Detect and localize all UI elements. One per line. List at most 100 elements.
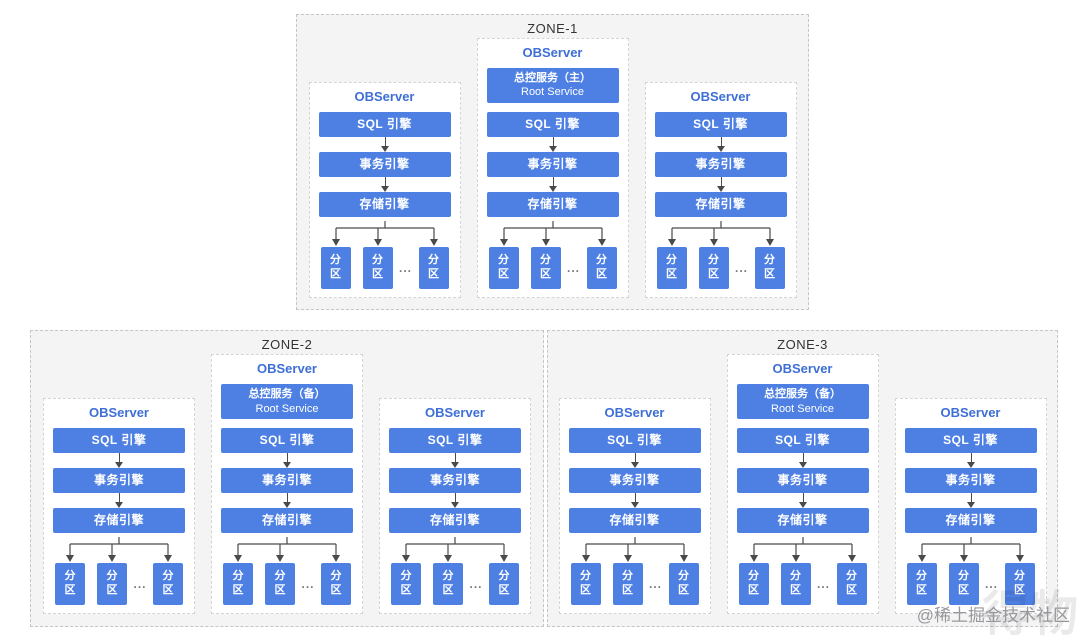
partition-ellipsis: ... (648, 577, 662, 591)
observer-card: OBServer SQL 引擎 事务引擎 存储引擎 分区 分区 ... 分区 (43, 398, 195, 614)
partition-label: 分 (916, 570, 927, 583)
zone-3-container: ZONE-3 OBServer SQL 引擎 事务引擎 存储引擎 分区 分区 .… (547, 330, 1058, 627)
partition-label: 分 (330, 253, 341, 266)
partition-box: 分区 (530, 246, 561, 289)
root-service-label-en: Root Service (521, 86, 584, 99)
partition-label: 分 (708, 253, 719, 266)
zone-2-container: ZONE-2 OBServer SQL 引擎 事务引擎 存储引擎 分区 分区 .… (30, 330, 544, 627)
partition-box: 分区 (362, 246, 393, 289)
root-service-label-en: Root Service (771, 402, 834, 415)
sql-engine-box: SQL 引擎 (318, 111, 451, 137)
partition-label: 分 (790, 570, 801, 583)
observer-title: OBServer (354, 88, 415, 104)
partition-label: 分 (748, 570, 759, 583)
partition-label: 区 (64, 584, 76, 596)
storage-engine-box: 存储引擎 (53, 508, 185, 533)
transaction-engine-box: 事务引擎 (654, 151, 787, 177)
partition-label: 分 (580, 570, 591, 583)
observer-title: OBServer (257, 361, 317, 377)
partitions-row: 分区 分区 ... 分区 (738, 563, 867, 605)
fanout-arrows-icon (234, 537, 340, 562)
storage-engine-box: 存储引擎 (486, 191, 619, 217)
down-arrow-icon (319, 176, 451, 192)
partition-label: 区 (790, 584, 801, 596)
partition-label: 区 (622, 584, 633, 596)
sql-engine-box: SQL 引擎 (654, 111, 787, 137)
sql-engine-box: SQL 引擎 (221, 428, 353, 453)
root-service-box: 总控服务（备） Root Service (221, 384, 353, 419)
sql-engine-box: SQL 引擎 (53, 428, 185, 453)
partition-label: 分 (540, 253, 551, 266)
down-arrow-icon (905, 493, 1037, 508)
partitions-row: 分区 分区 ... 分区 (656, 246, 785, 289)
down-arrow-icon (569, 493, 701, 508)
down-arrow-icon (389, 493, 521, 508)
storage-engine-box: 存储引擎 (318, 191, 451, 217)
down-arrow-icon (737, 453, 869, 468)
partition-box: 分区 (97, 563, 127, 605)
observer-title: OBServer (89, 405, 149, 420)
partition-label: 区 (580, 584, 591, 596)
partition-label: 分 (666, 253, 677, 266)
fanout-arrows-icon (402, 537, 508, 562)
fanout-arrows-icon (667, 220, 774, 246)
transaction-engine-box: 事务引擎 (486, 151, 619, 177)
storage-engine-box: 存储引擎 (221, 508, 353, 533)
partition-label: 区 (428, 267, 439, 280)
observer-card-root: OBServer 总控服务（备） Root Service SQL 引擎 事务引… (211, 354, 363, 614)
partition-label: 区 (498, 584, 510, 596)
partition-label: 区 (916, 584, 927, 596)
observer-title: OBServer (690, 88, 751, 104)
partition-ellipsis: ... (301, 577, 315, 591)
partition-label: 区 (846, 584, 857, 596)
partition-label: 区 (678, 584, 689, 596)
partitions-row: 分区 分区 ... 分区 (488, 246, 617, 289)
partition-label: 分 (1014, 570, 1025, 583)
down-arrow-icon (487, 136, 619, 152)
partition-label: 分 (162, 570, 174, 583)
observer-card: OBServer SQL 引擎 事务引擎 存储引擎 分区 分区 ... 分区 (379, 398, 531, 614)
partitions-row: 分区 分区 ... 分区 (906, 563, 1035, 605)
observer-title: OBServer (772, 361, 833, 377)
partition-label: 区 (958, 584, 969, 596)
partition-box: 分区 (780, 563, 811, 605)
partition-label: 区 (540, 267, 551, 280)
partition-label: 分 (846, 570, 857, 583)
partition-label: 分 (764, 253, 775, 266)
transaction-engine-box: 事务引擎 (904, 468, 1037, 493)
partition-label: 分 (428, 253, 439, 266)
transaction-engine-box: 事务引擎 (568, 468, 701, 493)
down-arrow-icon (487, 176, 619, 192)
zone-title: ZONE-3 (777, 337, 828, 352)
fanout-arrows-icon (581, 537, 688, 562)
down-arrow-icon (389, 453, 521, 468)
down-arrow-icon (737, 493, 869, 508)
partition-box: 分区 (418, 246, 449, 289)
sql-engine-box: SQL 引擎 (389, 428, 521, 453)
partition-label: 分 (274, 570, 286, 583)
observer-card: OBServer SQL 引擎 事务引擎 存储引擎 分区 分区 ... 分区 (558, 398, 711, 614)
fanout-arrows-icon (331, 220, 438, 246)
partition-box: 分区 (754, 246, 785, 289)
sql-engine-box: SQL 引擎 (486, 111, 619, 137)
observer-card-root: OBServer 总控服务（主） Root Service SQL 引擎 事务引… (476, 38, 629, 298)
storage-engine-box: 存储引擎 (654, 191, 787, 217)
partition-label: 区 (498, 267, 509, 280)
partition-label: 区 (330, 584, 342, 596)
partition-label: 分 (330, 570, 342, 583)
partition-label: 区 (708, 267, 719, 280)
zone-1-cards: OBServer SQL 引擎 事务引擎 存储引擎 分区 分区 ... 分区 (297, 36, 808, 310)
partition-label: 分 (400, 570, 412, 583)
transaction-engine-box: 事务引擎 (318, 151, 451, 177)
zone-2-cards: OBServer SQL 引擎 事务引擎 存储引擎 分区 分区 ... 分区 (31, 352, 543, 626)
partition-label: 分 (64, 570, 76, 583)
partition-box: 分区 (612, 563, 643, 605)
partition-label: 区 (442, 584, 454, 596)
sql-engine-box: SQL 引擎 (568, 428, 701, 453)
partition-label: 分 (596, 253, 607, 266)
partition-box: 分区 (906, 563, 937, 605)
partition-label: 区 (764, 267, 775, 280)
zone-title: ZONE-2 (261, 337, 313, 352)
partitions-row: 分区 分区 ... 分区 (570, 563, 699, 605)
